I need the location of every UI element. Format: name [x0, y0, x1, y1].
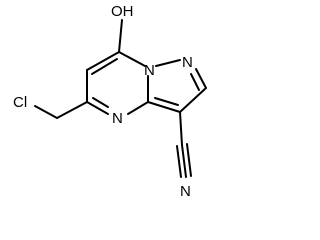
bond-c5-n4-inner	[92, 97, 109, 108]
atom-labels: OH N N N Cl N	[13, 3, 193, 200]
molecule-structure-diagram: OH N N N Cl N	[13, 3, 207, 200]
bond-c7-c6-inner	[91, 58, 118, 75]
bonds	[34, 19, 207, 178]
structure-svg: OH N N N Cl N	[13, 3, 207, 200]
bond-c3-cn	[179, 111, 183, 146]
bond-c2-c3	[179, 87, 207, 113]
bond-c5-ch2	[56, 101, 88, 119]
chlorine-label: Cl	[13, 94, 27, 111]
bond-c5-n4	[86, 101, 109, 115]
bond-c3-c3a-inner	[154, 97, 179, 106]
bond-c7-oh	[118, 19, 123, 53]
bond-c7-n7a	[118, 51, 146, 67]
bond-n4-c3a	[127, 101, 149, 115]
nitrile-nitrogen-label: N	[180, 183, 191, 200]
bond-c3-c3a	[147, 101, 181, 113]
bond-cn-triple-3	[186, 143, 192, 177]
bond-ch2-cl	[34, 105, 58, 119]
hydroxyl-label: OH	[111, 3, 134, 20]
bridge-nitrogen-label: N	[144, 62, 155, 79]
bond-cn-triple-1	[181, 144, 187, 178]
pyrazole-nitrogen-label: N	[182, 54, 193, 71]
bond-n1-c2	[195, 68, 207, 89]
bond-n7a-n1	[155, 59, 181, 67]
bond-cn-triple-2	[176, 145, 182, 178]
pyrimidine-nitrogen-label: N	[112, 110, 123, 127]
bond-c7-c6	[86, 51, 120, 71]
bond-n1-c2-inner	[190, 73, 200, 91]
